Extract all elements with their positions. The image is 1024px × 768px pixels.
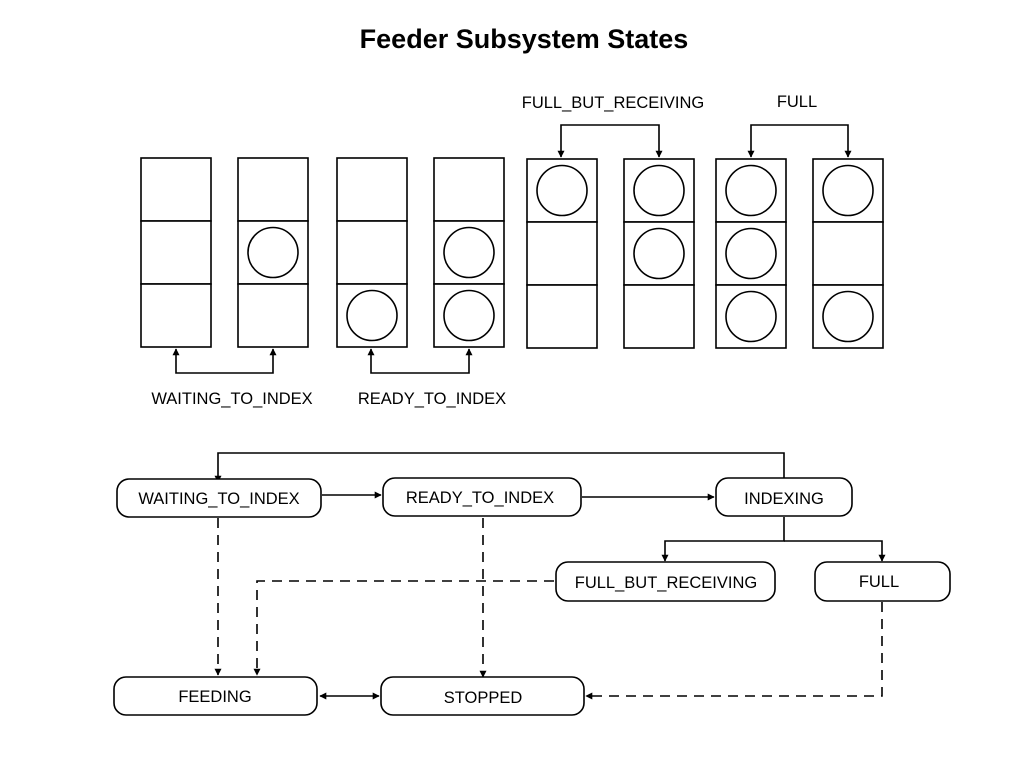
slot-cell <box>140 220 212 285</box>
state-label-waiting-to-index: WAITING_TO_INDEX <box>138 490 299 508</box>
full-bracket <box>747 124 852 158</box>
state-node-full-but-receiving: FULL_BUT_RECEIVING <box>555 561 776 602</box>
state-node-waiting-to-index: WAITING_TO_INDEX <box>116 478 322 518</box>
slot-cell <box>140 283 212 348</box>
slot-column <box>526 158 598 349</box>
slot-column <box>140 157 212 348</box>
slot-cell <box>237 157 309 222</box>
item-circle <box>725 227 777 280</box>
edge-indexing-to-waiting <box>214 452 785 483</box>
state-label-ready-to-index: READY_TO_INDEX <box>406 489 554 507</box>
edge-indexing-to-full-but-receiving <box>661 517 785 562</box>
slot-cell <box>526 284 598 349</box>
full-but-receiving-bracket <box>557 124 663 158</box>
state-node-indexing: INDEXING <box>715 477 853 517</box>
slot-column <box>336 157 408 348</box>
state-label-feeding: FEEDING <box>178 688 251 706</box>
item-circle <box>346 289 398 342</box>
item-circle <box>633 227 685 280</box>
item-circle <box>443 226 495 279</box>
edge-full-but-receiving-to-feeding <box>253 580 554 676</box>
slot-cell <box>140 157 212 222</box>
slot-cell <box>336 157 408 222</box>
state-node-feeding: FEEDING <box>113 676 318 716</box>
state-node-ready-to-index: READY_TO_INDEX <box>382 477 582 517</box>
slot-cell <box>433 157 505 222</box>
ready-to-index-bracket <box>367 348 473 374</box>
item-circle <box>443 289 495 342</box>
state-label-full: FULL <box>859 573 899 591</box>
slot-columns <box>140 157 884 349</box>
slot-column <box>433 157 505 348</box>
waiting-to-index-bracket <box>172 348 277 374</box>
edge-indexing-to-full <box>784 540 886 562</box>
slot-column <box>812 158 884 349</box>
item-circle <box>725 164 777 217</box>
slot-cell <box>812 221 884 286</box>
column-label-full-but-receiving: FULL_BUT_RECEIVING <box>522 94 704 112</box>
state-label-indexing: INDEXING <box>744 490 824 508</box>
slot-cell <box>336 220 408 285</box>
item-circle <box>725 290 777 343</box>
item-circle <box>822 290 874 343</box>
item-circle <box>536 164 588 217</box>
edge-full-to-stopped <box>585 602 883 700</box>
slot-column <box>715 158 787 349</box>
item-circle <box>247 226 299 279</box>
slot-cell <box>526 221 598 286</box>
column-label-ready-to-index: READY_TO_INDEX <box>358 390 506 408</box>
slot-column <box>623 158 695 349</box>
state-node-full: FULL <box>814 561 951 602</box>
state-node-stopped: STOPPED <box>380 676 585 716</box>
slot-cell <box>623 284 695 349</box>
slot-cell <box>237 283 309 348</box>
slot-column <box>237 157 309 348</box>
page-title: Feeder Subsystem States <box>360 24 689 54</box>
item-circle <box>633 164 685 217</box>
state-label-full-but-receiving: FULL_BUT_RECEIVING <box>575 574 757 592</box>
state-label-stopped: STOPPED <box>444 689 523 707</box>
column-label-waiting-to-index: WAITING_TO_INDEX <box>151 390 312 408</box>
item-circle <box>822 164 874 217</box>
column-label-full: FULL <box>777 93 817 111</box>
